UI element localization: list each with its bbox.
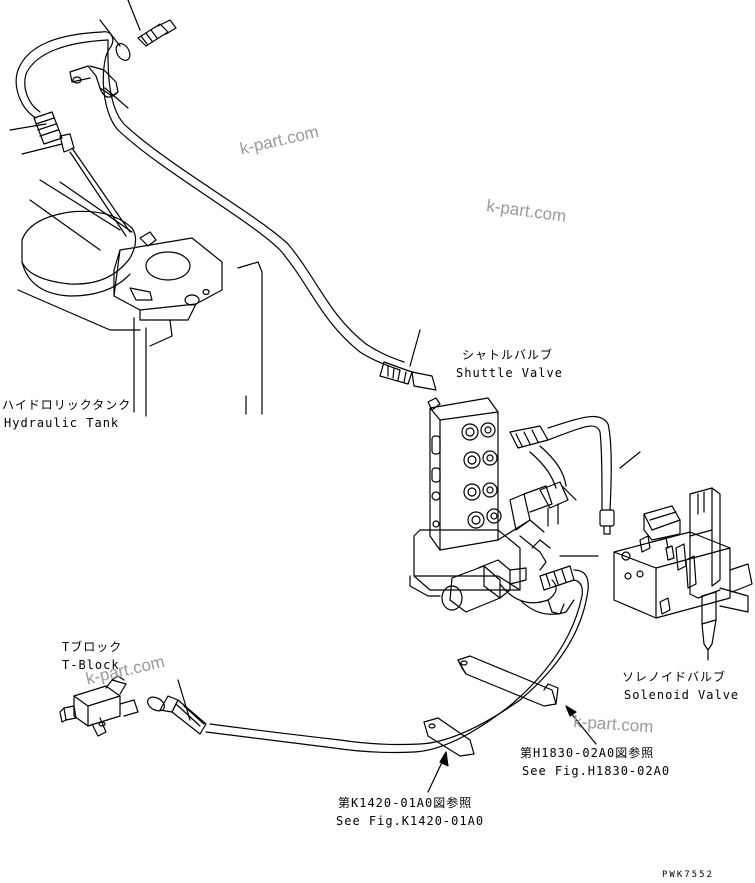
reference-h1830-jp: 第H1830-02A0図参照 [520, 746, 655, 760]
t-block-label-en: T-Block [62, 658, 120, 672]
hose-clamp-left [424, 718, 474, 756]
shuttle-solenoid [442, 536, 574, 614]
reference-k1420-jp: 第K1420-01A0図参照 [338, 796, 473, 810]
reference-k1420-en: See Fig.K1420-01A0 [336, 814, 485, 828]
hose-to-t-block [145, 556, 598, 753]
ref-arrow-h1830 [566, 706, 596, 744]
hose-fitting-shuttle [380, 330, 436, 390]
solenoid-valve-label-jp: ソレノイドバルブ [622, 670, 727, 684]
t-block-label-jp: Tブロック [62, 640, 123, 654]
shuttle-valve-label-en: Shuttle Valve [456, 366, 563, 380]
shuttle-valve-label-jp: シャトルバルブ [462, 348, 554, 362]
hydraulic-tank [18, 180, 262, 416]
shuttle-ports [462, 423, 501, 528]
bolt [138, 20, 176, 46]
solenoid-valve [614, 488, 752, 660]
hose-clamp-right [458, 656, 558, 706]
hydraulic-tank-label-jp: ハイドロリックタンク [2, 398, 132, 412]
shuttle-valve [410, 398, 552, 596]
hydraulic-tank-label-en: Hydraulic Tank [4, 416, 120, 430]
reference-h1830-en: See Fig.H1830-02A0 [522, 764, 671, 778]
hose-shuttle-to-solenoid [510, 416, 614, 534]
hydraulic-hose-upper [16, 32, 404, 370]
washer [113, 41, 132, 63]
t-block [60, 676, 138, 736]
ref-arrow-k1420 [428, 752, 448, 792]
solenoid-valve-label-en: Solenoid Valve [624, 688, 740, 702]
drawing-code: PWK7552 [662, 870, 714, 880]
